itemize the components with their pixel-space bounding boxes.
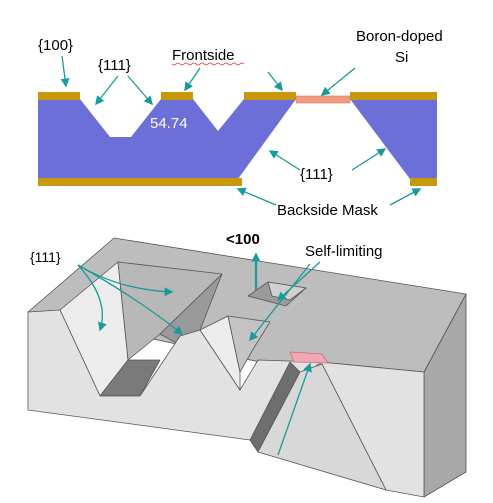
- arrow-111-mid-right: [351, 148, 387, 171]
- label-self-limiting: Self-limiting: [305, 243, 383, 260]
- label-backside-mask: Backside Mask: [277, 202, 378, 219]
- label-111-top: {111}: [98, 57, 131, 74]
- label-frontside: Frontside: [172, 47, 235, 64]
- frontside-mask-1: [38, 92, 80, 100]
- arrow-111-b: [77, 264, 107, 332]
- label-111-mid: {111}: [300, 166, 333, 183]
- block-3d: [27, 237, 467, 498]
- pit3-back-wall: [257, 363, 387, 491]
- block-arrows: [77, 261, 321, 456]
- backside-mask-right: [410, 178, 437, 186]
- arrow-111-right: [127, 75, 153, 106]
- cross-section: {100} {111} Frontside Boron-doped Si 54.…: [38, 28, 443, 219]
- label-direction-100: <100: [226, 231, 260, 248]
- backside-mask-left: [38, 178, 242, 186]
- arrow-self-limiting-b: [249, 263, 311, 342]
- silicon-wafer-right: [350, 99, 437, 179]
- arrow-boron-patch: [277, 362, 312, 456]
- label-100: {100}: [38, 37, 73, 54]
- arrow-frontside: [184, 67, 201, 92]
- arrow-self-limiting-a: [276, 261, 321, 302]
- arrow-111-c: [77, 264, 184, 335]
- arrow-mask-top: [267, 71, 283, 92]
- boron-patch: [289, 351, 329, 364]
- silicon-wafer: [38, 99, 296, 179]
- arrow-111-mid-left: [268, 150, 301, 171]
- arrow-boron: [320, 67, 356, 96]
- boron-doped-layer: [295, 95, 351, 104]
- arrow-100: [60, 55, 70, 88]
- label-boron-line1: Boron-doped: [356, 28, 443, 45]
- frontside-mask-4: [350, 92, 437, 100]
- cross-section-arrows: [60, 55, 422, 206]
- arrow-backside-left: [236, 187, 277, 206]
- arrow-111-left: [95, 75, 119, 106]
- label-boron-line2: Si: [395, 49, 408, 66]
- frontside-underline: [171, 62, 245, 66]
- label-111-3d: {111}: [30, 249, 61, 265]
- frontside-mask-3: [244, 92, 296, 100]
- label-angle: 54.74: [150, 115, 188, 132]
- frontside-mask-2: [161, 92, 193, 100]
- arrow-backside-right: [389, 188, 422, 206]
- pit2-back-wall: [227, 315, 271, 373]
